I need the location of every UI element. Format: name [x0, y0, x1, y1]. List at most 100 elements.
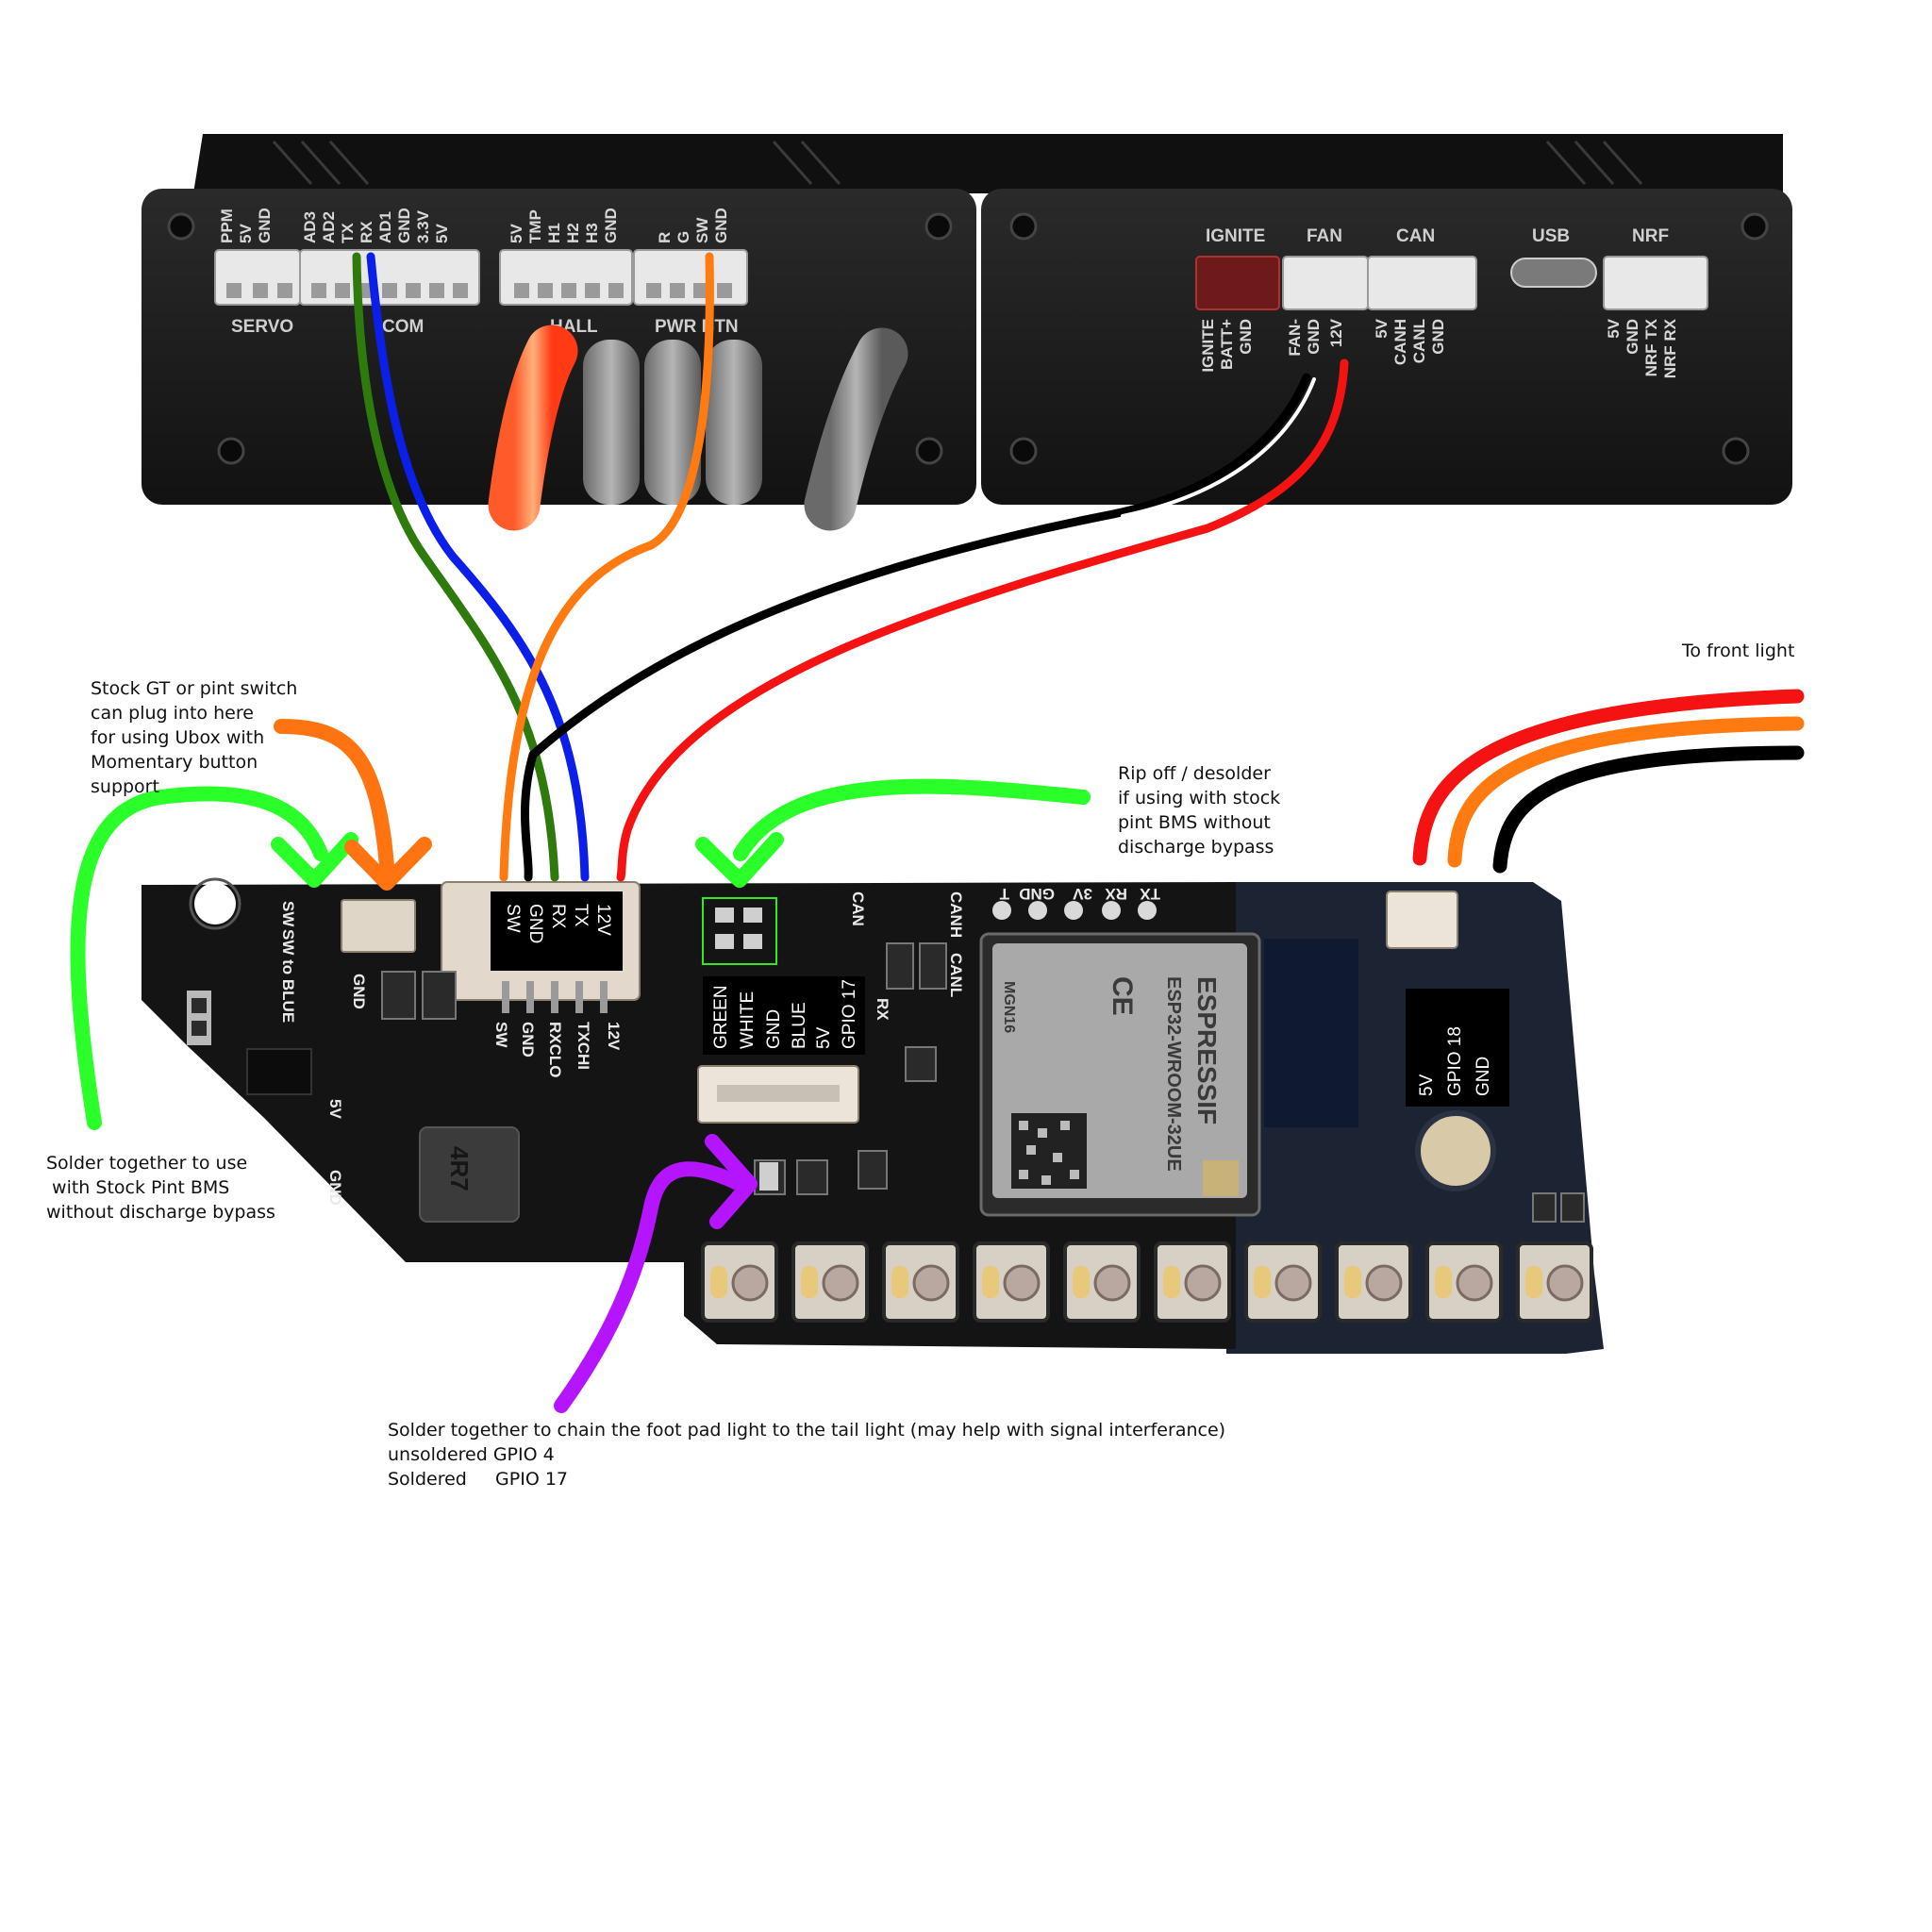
led-rgb-die [731, 1264, 769, 1302]
pin-label: 5V [814, 1026, 834, 1049]
pin-label: 12V [1327, 318, 1345, 347]
led-rgb-die [912, 1264, 950, 1302]
pin-label: GND [395, 208, 413, 243]
pin-label: GND [712, 208, 730, 243]
silk-label: RX [1105, 885, 1127, 903]
wire-white-fan [1121, 377, 1316, 518]
led-warm-die [891, 1266, 908, 1298]
nrf-header: NRF [1632, 226, 1669, 246]
pin-label: 3.3V [414, 209, 432, 243]
silk-rx: RX [874, 998, 891, 1021]
led-warm-die [1344, 1266, 1361, 1298]
pad [743, 934, 762, 949]
led-4 [973, 1241, 1050, 1323]
pin-label: NRF TX [1642, 318, 1660, 376]
silk-label: CANL [947, 953, 965, 997]
wire-red-12v [616, 358, 1349, 882]
silk-label: RXCLO [546, 1022, 564, 1078]
led-warm-die [1254, 1266, 1271, 1298]
vesc-hall-pins: 5V TMP H1 H2 H3 GND [508, 208, 620, 243]
silk-label: 3V [1073, 885, 1092, 903]
wire-orange-sw [499, 252, 714, 882]
pin-label: AD3 [301, 211, 319, 243]
pad [715, 934, 734, 949]
pin-12v: 12V [593, 904, 613, 936]
inductor [419, 1126, 520, 1223]
top-header-labels: TX RX 3V GND T [999, 885, 1160, 903]
orange-arrow [274, 719, 394, 874]
led-rgb-die [822, 1264, 859, 1302]
vesc-pwrbtn-pins: R G SW GND [656, 208, 730, 243]
pin-label: BATT+ [1218, 319, 1236, 370]
pin-label: GND [1305, 319, 1323, 355]
pin-label: SW [693, 217, 711, 243]
main-connector-pins: 12V TX RX GND SW [503, 904, 613, 943]
esp-model: ESP32-WROOM-32UE [1163, 976, 1184, 1172]
pin-label: CANH [1391, 319, 1409, 365]
pin-label: AD1 [376, 211, 394, 243]
silk-label: TXCHI [575, 1022, 592, 1070]
led-warm-die [1073, 1266, 1090, 1298]
esp-brand: ESPRESSIF [1192, 976, 1222, 1124]
silk-gnd: GND [350, 974, 368, 1009]
servo-label: SERVO [231, 317, 293, 337]
green-arrow-right [733, 778, 1091, 861]
pin-label: GND [602, 208, 620, 243]
led-7 [1244, 1241, 1322, 1323]
orange-arrowhead [344, 837, 432, 891]
pin-sw: SW [503, 904, 523, 933]
silk-gnd-lower: GND [326, 1170, 344, 1206]
esp-ce: CE [1107, 976, 1138, 1016]
pin-label: 5V [508, 224, 525, 243]
switch-connector [341, 899, 416, 953]
led-3 [882, 1241, 959, 1323]
silk-label: GND [519, 1022, 537, 1058]
pin-label: H1 [545, 223, 563, 243]
can-connector [1367, 256, 1477, 310]
pin-label: GND [1624, 319, 1641, 355]
pad [192, 1021, 207, 1036]
silk-label: T [999, 885, 1009, 903]
esp-code: MGN16 [1001, 981, 1017, 1033]
pin-label: GPIO 17 [840, 979, 859, 1049]
pin-label: GND [256, 208, 274, 243]
wire-front-black [1492, 745, 1805, 874]
float-pcb: SW GND SW SW to BLUE 5V GND 4R7 12V TX R… [142, 877, 1604, 1354]
bypass-jumper-box [702, 897, 777, 965]
led-10 [1516, 1241, 1593, 1323]
antenna-connector [1203, 1160, 1239, 1196]
led-rgb-die [1003, 1264, 1041, 1302]
led-6 [1154, 1241, 1231, 1323]
qr-dots [1019, 1121, 1079, 1185]
pin-label: H2 [564, 223, 582, 243]
smd-parts [381, 942, 1585, 1223]
pin-label: GND [1429, 319, 1447, 355]
led-warm-die [801, 1266, 818, 1298]
green-arrow-left [70, 786, 328, 1130]
pin-gnd: GND [525, 904, 545, 943]
pin-label: GREEN [711, 985, 731, 1049]
pin-label: TMP [526, 209, 544, 243]
purple-arrowhead [705, 1134, 758, 1229]
light-connector-label-box [703, 976, 865, 1055]
silk-label: 12V [605, 1022, 623, 1051]
vesc-left-connector-slots [226, 283, 732, 298]
pin-label: H3 [583, 223, 601, 243]
inductor-label: 4R7 [445, 1146, 474, 1191]
led-rgb-die [1184, 1264, 1222, 1302]
pad [715, 908, 734, 923]
purple-arrow [554, 1161, 753, 1413]
led-rgb-die [1274, 1264, 1312, 1302]
pin-label: G [675, 231, 692, 243]
pin-label: GPIO 18 [1445, 1026, 1465, 1096]
ignite-header: IGNITE [1206, 226, 1265, 246]
chain-jumper-pads [759, 1162, 778, 1191]
silk-label: CAN [849, 891, 867, 926]
note-front-light: To front light [1682, 641, 1795, 661]
wires [352, 252, 1805, 882]
led-1 [701, 1241, 778, 1323]
led-5 [1063, 1241, 1141, 1323]
pin-label: 5V [1605, 318, 1623, 338]
pin-label: BLUE [790, 1002, 809, 1049]
